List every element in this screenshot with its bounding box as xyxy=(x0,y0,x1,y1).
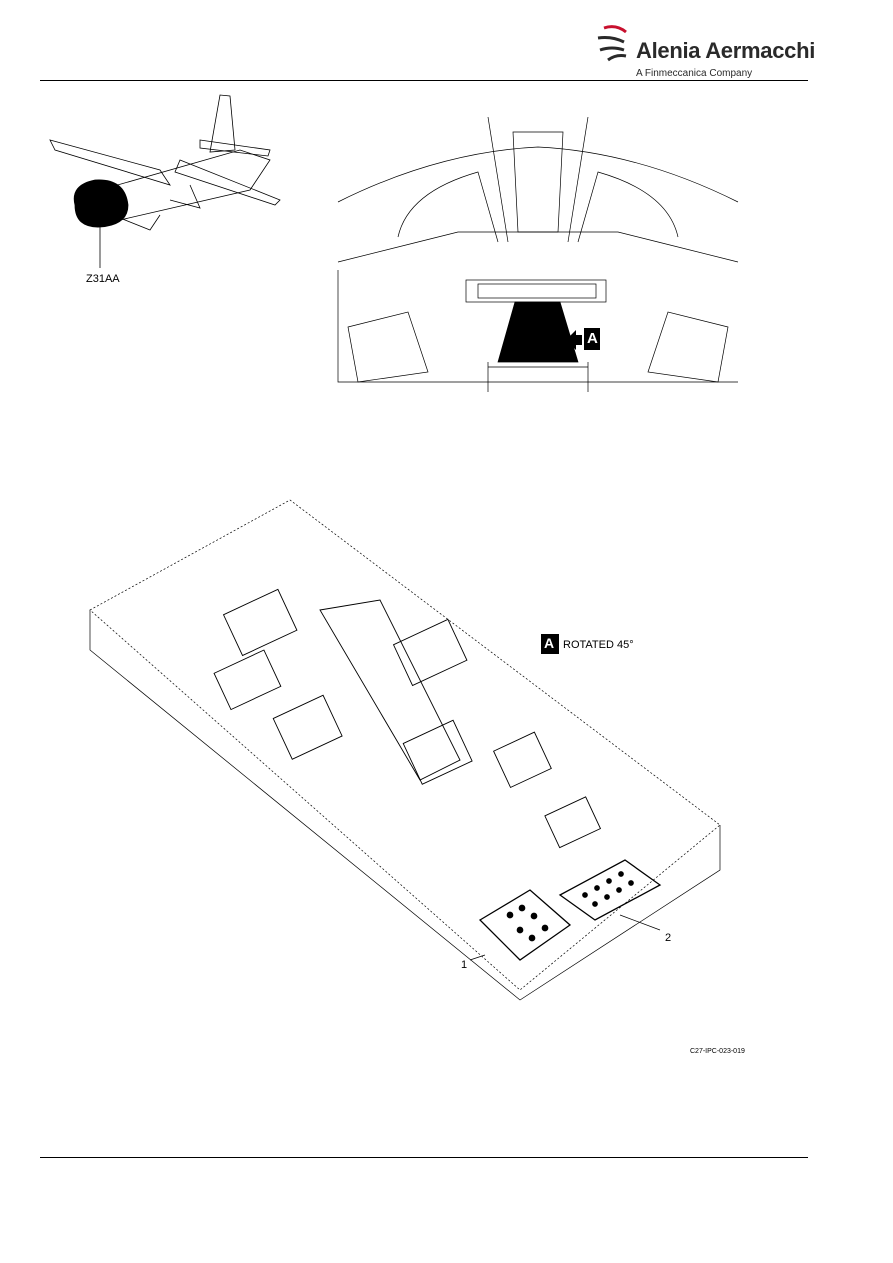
view-title-box xyxy=(541,634,559,654)
nose-zone-shape xyxy=(73,179,129,228)
header-rule xyxy=(40,80,808,81)
console-panel-drawing xyxy=(89,499,721,1001)
cockpit-view-drawing xyxy=(337,116,739,392)
view-title: ROTATED 45° xyxy=(563,639,634,651)
item-2-callout: 2 xyxy=(665,932,672,944)
figure-code: C27-IPC-023-019 xyxy=(690,1048,745,1055)
brand-name: Alenia Aermacchi xyxy=(636,38,816,63)
logo-swoosh-icon xyxy=(597,25,627,62)
view-arrow-icon xyxy=(566,328,600,350)
item-1-callout: 1 xyxy=(461,959,468,971)
view-title-letter: A xyxy=(544,635,555,651)
brand-subtitle: A Finmeccanica Company xyxy=(636,68,753,79)
view-callout-arrow-letter: A xyxy=(587,330,598,347)
panel-item-1-shape xyxy=(478,889,572,961)
center-pedestal-shape xyxy=(497,301,579,363)
aircraft-locator-drawing xyxy=(49,94,281,268)
zone-label: Z31AA xyxy=(86,273,120,285)
footer-rule xyxy=(40,1157,808,1158)
panel-item-2-shape xyxy=(558,859,662,921)
